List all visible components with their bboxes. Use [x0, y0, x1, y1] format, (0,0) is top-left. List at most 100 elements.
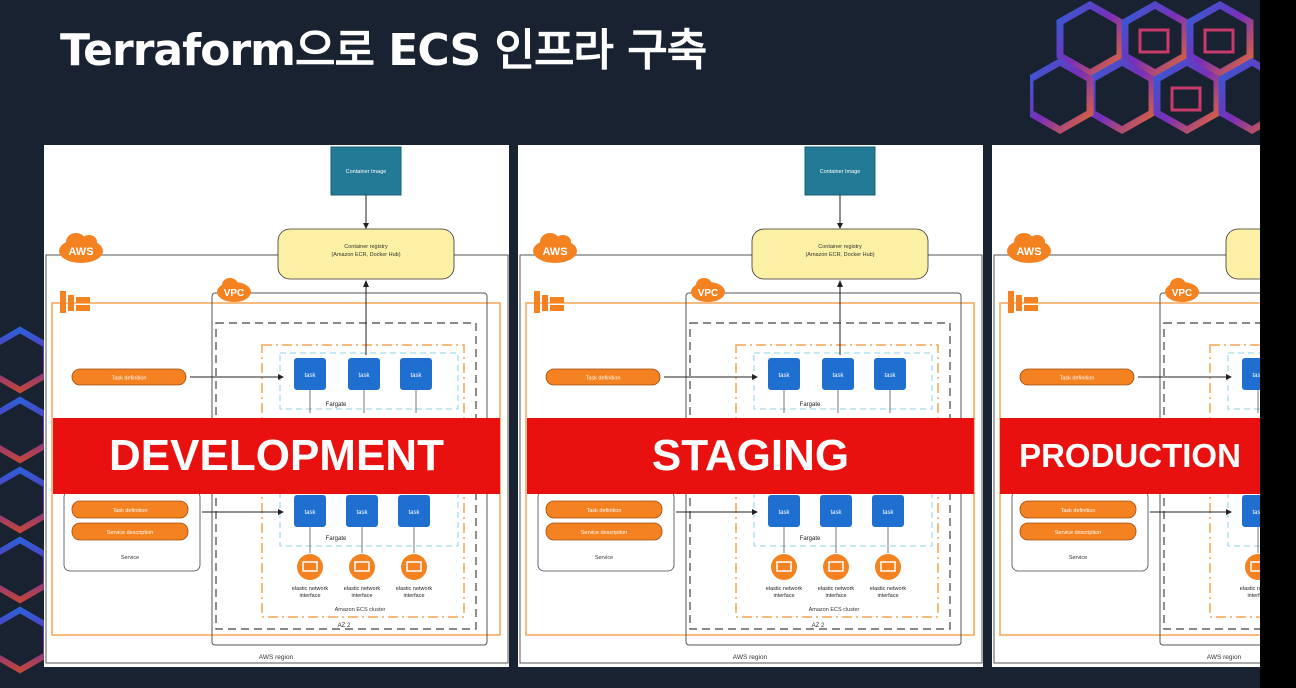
diagram-text: task — [778, 373, 790, 379]
diagram-text: task — [1252, 373, 1260, 379]
diagram-text: elastic network — [870, 586, 907, 592]
eni-icon — [401, 554, 427, 580]
task-definition-pill-bottom — [1019, 500, 1137, 519]
environment-banner-production: PRODUCTION — [1000, 418, 1260, 494]
right-edge-strip — [1260, 0, 1296, 688]
task-icon — [294, 495, 326, 527]
task-definition-label-top: Task definition — [1060, 376, 1095, 382]
registry-label-line2: (Amazon ECR, Docker Hub) — [805, 252, 874, 258]
vpc-badge: VPC — [224, 288, 245, 299]
diagram-text: Service description — [1055, 530, 1101, 536]
container-image-box — [330, 146, 402, 196]
diagram-text: task — [832, 373, 844, 379]
diagram-text: interface — [773, 593, 794, 599]
diagram-text: task — [778, 510, 790, 516]
environment-banner-development: DEVELOPMENT — [53, 418, 500, 494]
task-icon — [822, 358, 854, 390]
aws-region-box — [993, 254, 1260, 664]
fargate-label-bottom: Fargate — [800, 536, 821, 542]
hexagon-pattern-left-decoration — [0, 326, 46, 674]
task-row-bottom: task task task Fargate — [1242, 495, 1260, 553]
eni-row: elastic network interface elastic networ… — [1240, 554, 1260, 599]
eni-icon — [349, 554, 375, 580]
task-definition-pill-bottom — [71, 500, 189, 519]
ecs-icon — [534, 291, 564, 313]
ecs-diagram: AWS VPC Container Image Cont — [993, 228, 1260, 664]
task-icon — [348, 358, 380, 390]
task-icon — [1242, 358, 1260, 390]
task-icon — [400, 358, 432, 390]
eni-icon — [297, 554, 323, 580]
fargate-box-bottom — [279, 489, 459, 547]
diagram-text: interface — [877, 593, 898, 599]
registry-label-line1: Container registry — [818, 244, 862, 250]
service-label: Service — [1069, 555, 1087, 561]
task-icon — [820, 495, 852, 527]
diagram-text: elastic network — [344, 586, 381, 592]
diagram-text: task — [884, 373, 896, 379]
task-icon — [874, 358, 906, 390]
fargate-box-top — [753, 352, 933, 410]
service-description-pill — [71, 522, 189, 541]
task-definition-label-top: Task definition — [112, 376, 147, 382]
aws-badge: AWS — [1016, 246, 1041, 258]
az-box — [735, 344, 939, 618]
task-definition-pill-top — [1019, 368, 1135, 386]
ecs-area-box — [525, 302, 975, 636]
container-registry-box — [1225, 228, 1260, 280]
diagram-text: task — [304, 373, 316, 379]
cluster-label: Amazon ECS cluster — [335, 607, 386, 613]
eni-row: elastic network interface elastic networ… — [292, 554, 432, 599]
registry-label-line1: Container registry — [344, 244, 388, 250]
diagram-text: task — [304, 510, 316, 516]
task-row-bottom: task task task Fargate — [768, 495, 904, 553]
registry-label-line2: (Amazon ECR, Docker Hub) — [331, 252, 400, 258]
container-image-box — [804, 146, 876, 196]
az-label: AZ 2 — [812, 623, 825, 629]
diagram-text: Service description — [581, 530, 627, 536]
diagram-text: task — [882, 510, 894, 516]
fargate-box-top — [279, 352, 459, 410]
task-row-top: task task task Fargate — [294, 358, 432, 413]
diagram-text: task — [830, 510, 842, 516]
task-icon — [872, 495, 904, 527]
fargate-label-top: Fargate — [326, 402, 347, 408]
ecs-diagram: AWS VPC Container Image Cont — [45, 146, 509, 664]
vpc-badge: VPC — [698, 288, 719, 299]
ecs-diagram: AWS VPC Container Image Cont — [519, 146, 983, 664]
region-label: AWS region — [259, 654, 294, 661]
vpc-cloud-icon: VPC — [1165, 278, 1199, 302]
diagram-text: task — [408, 510, 420, 516]
page-title: Terraform으로 ECS 인프라 구축 — [60, 25, 707, 76]
eni-icon — [875, 554, 901, 580]
task-icon — [398, 495, 430, 527]
task-row-top: task task task Fargate — [1242, 358, 1260, 413]
aws-region-box — [45, 254, 509, 664]
eni-row: elastic network interface elastic networ… — [766, 554, 907, 599]
aws-badge: AWS — [542, 246, 567, 258]
ecs-area-box — [51, 302, 501, 636]
diagram-text: task — [410, 373, 422, 379]
container-image-label: Container Image — [820, 169, 861, 175]
aws-region-box — [519, 254, 983, 664]
task-icon — [346, 495, 378, 527]
eni-icon — [823, 554, 849, 580]
aws-badge: AWS — [68, 246, 93, 258]
container-registry-box — [277, 228, 455, 280]
aws-cloud-icon: AWS — [59, 233, 103, 263]
fargate-box-bottom — [1227, 489, 1260, 547]
diagram-text: Service description — [107, 530, 153, 536]
region-label: AWS region — [733, 654, 768, 661]
region-label: AWS region — [1207, 654, 1242, 661]
vpc-cloud-icon: VPC — [691, 278, 725, 302]
task-icon — [1242, 495, 1260, 527]
diagram-text: interface — [299, 593, 320, 599]
task-row-top: task task task Fargate — [768, 358, 906, 413]
service-label: Service — [121, 555, 139, 561]
diagram-text: elastic network — [818, 586, 855, 592]
diagram-text: elastic network — [766, 586, 803, 592]
development-architecture-diagram: AWS VPC Container Image Cont — [44, 145, 509, 667]
container-registry-box — [751, 228, 929, 280]
task-icon — [768, 495, 800, 527]
diagram-text: interface — [403, 593, 424, 599]
